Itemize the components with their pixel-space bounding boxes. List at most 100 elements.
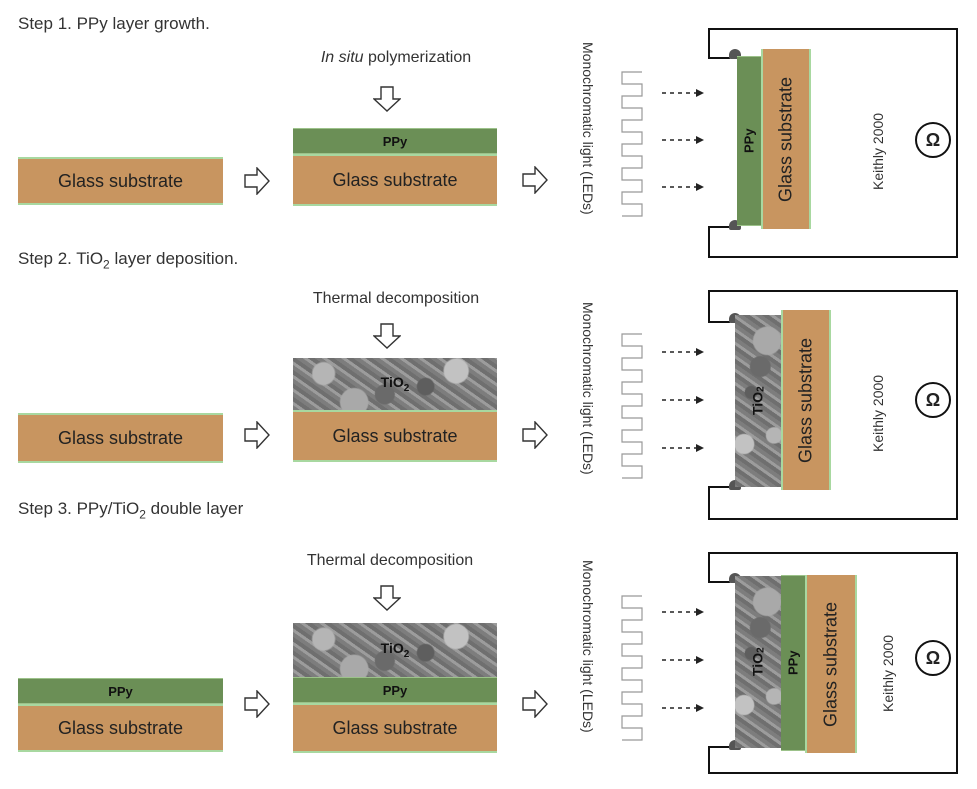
glass-substrate-layer: Glass substrate xyxy=(18,413,223,463)
outline-arrow-right-icon xyxy=(244,690,270,718)
glass-substrate-label: Glass substrate xyxy=(57,170,184,191)
electrical-contact xyxy=(729,49,741,59)
square-wave-icon xyxy=(618,594,646,744)
light-source-label: Monochromatic light (LEDs) xyxy=(580,560,596,733)
device-tio2-label: TiO2 xyxy=(749,386,767,416)
circuit-wire xyxy=(708,28,958,30)
step1-title: Step 1. PPy layer growth. xyxy=(18,14,210,33)
circuit-wire xyxy=(956,28,958,258)
device-glass-label: Glass substrate xyxy=(820,601,841,727)
device-tio2-layer: TiO2 xyxy=(735,315,781,487)
outline-arrow-right-icon xyxy=(522,166,548,194)
circuit-wire xyxy=(708,746,730,748)
circuit-wire xyxy=(708,57,730,59)
ppy-layer: PPy xyxy=(18,678,223,704)
ppy-label: PPy xyxy=(382,133,408,149)
circuit-wire xyxy=(708,290,710,322)
ppy-layer: PPy xyxy=(293,128,497,154)
outline-arrow-right-icon xyxy=(522,690,548,718)
step2-title-text-end: layer deposition. xyxy=(109,249,239,268)
electrical-contact xyxy=(729,220,741,230)
circuit-wire xyxy=(708,552,958,554)
outline-arrow-down-icon xyxy=(373,323,401,349)
light-source-label: Monochromatic light (LEDs) xyxy=(580,302,596,475)
device-glass-layer: Glass substrate xyxy=(761,49,811,229)
outline-arrow-right-icon xyxy=(244,167,270,195)
ohmmeter-icon: Ω xyxy=(915,640,951,676)
step3-title: Step 3. PPy/TiO2 double layer xyxy=(18,499,243,521)
ppy-label: PPy xyxy=(382,682,408,698)
meter-label: Keithly 2000 xyxy=(870,112,886,190)
ohm-symbol: Ω xyxy=(925,647,941,668)
ohmmeter-icon: Ω xyxy=(915,122,951,158)
glass-substrate-label: Glass substrate xyxy=(57,427,184,448)
square-wave-icon xyxy=(618,70,646,220)
circuit-wire xyxy=(708,226,710,258)
dashed-arrow-icon xyxy=(662,608,704,712)
circuit-wire xyxy=(708,256,958,258)
device-ppy-label: PPy xyxy=(785,650,801,676)
meter-label: Keithly 2000 xyxy=(880,634,896,712)
step2-title-text: Step 2. TiO xyxy=(18,249,104,268)
dashed-arrow-icon xyxy=(662,89,704,191)
glass-substrate-label: Glass substrate xyxy=(332,169,458,190)
ohm-symbol: Ω xyxy=(925,389,941,410)
step2-title-subscript: 2 xyxy=(103,257,110,272)
outline-arrow-right-icon xyxy=(244,421,270,449)
ppy-label: PPy xyxy=(108,683,133,699)
tio2-label: TiO2 xyxy=(380,374,410,394)
device-glass-layer: Glass substrate xyxy=(805,575,857,753)
outline-arrow-down-icon xyxy=(373,86,401,112)
device-ppy-layer: PPy xyxy=(781,575,805,751)
process-label: Thermal decomposition xyxy=(306,552,474,569)
tio2-label: TiO2 xyxy=(380,640,410,660)
step3-title-text-end: double layer xyxy=(145,499,244,518)
step3-title-text: Step 3. PPy/TiO xyxy=(18,499,140,518)
glass-substrate-label: Glass substrate xyxy=(332,425,458,446)
circuit-wire xyxy=(956,552,958,774)
process-label: In situ polymerization xyxy=(290,49,502,67)
process-label: Thermal decomposition xyxy=(312,290,480,307)
circuit-wire xyxy=(708,321,730,323)
device-glass-label: Glass substrate xyxy=(775,76,796,202)
step2-title: Step 2. TiO2 layer deposition. xyxy=(18,249,238,271)
process-text: polymerization xyxy=(363,49,472,66)
glass-substrate-layer: Glass substrate xyxy=(293,154,497,206)
tio2-layer: TiO2 xyxy=(293,358,497,410)
circuit-wire xyxy=(708,772,958,774)
device-ppy-label: PPy xyxy=(741,128,757,154)
ppy-layer: PPy xyxy=(293,677,497,703)
ohmmeter-icon: Ω xyxy=(915,382,951,418)
circuit-wire xyxy=(708,28,710,58)
circuit-wire xyxy=(708,552,710,582)
ohm-symbol: Ω xyxy=(925,129,941,150)
glass-substrate-layer: Glass substrate xyxy=(293,703,497,753)
circuit-wire xyxy=(708,581,730,583)
square-wave-icon xyxy=(618,332,646,482)
device-tio2-label: TiO2 xyxy=(749,647,767,677)
glass-substrate-layer: Glass substrate xyxy=(293,410,497,462)
glass-substrate-layer: Glass substrate xyxy=(18,157,223,205)
circuit-wire xyxy=(708,486,710,520)
device-glass-label: Glass substrate xyxy=(795,337,816,463)
device-glass-layer: Glass substrate xyxy=(781,310,831,490)
device-ppy-layer: PPy xyxy=(737,56,761,226)
glass-substrate-layer: Glass substrate xyxy=(18,704,223,752)
outline-arrow-right-icon xyxy=(522,421,548,449)
circuit-wire xyxy=(956,290,958,520)
step3-title-subscript: 2 xyxy=(139,507,146,522)
device-tio2-layer: TiO2 xyxy=(735,576,781,748)
circuit-wire xyxy=(708,746,710,774)
light-source-label: Monochromatic light (LEDs) xyxy=(580,42,596,215)
tio2-layer: TiO2 xyxy=(293,623,497,677)
glass-substrate-label: Glass substrate xyxy=(57,717,184,738)
glass-substrate-label: Glass substrate xyxy=(332,717,458,738)
circuit-wire xyxy=(708,486,730,488)
circuit-wire xyxy=(708,290,958,292)
outline-arrow-down-icon xyxy=(373,585,401,611)
circuit-wire xyxy=(708,518,958,520)
dashed-arrow-icon xyxy=(662,348,704,452)
meter-label: Keithly 2000 xyxy=(870,374,886,452)
circuit-wire xyxy=(708,226,730,228)
process-italic-text: In situ xyxy=(320,49,364,66)
